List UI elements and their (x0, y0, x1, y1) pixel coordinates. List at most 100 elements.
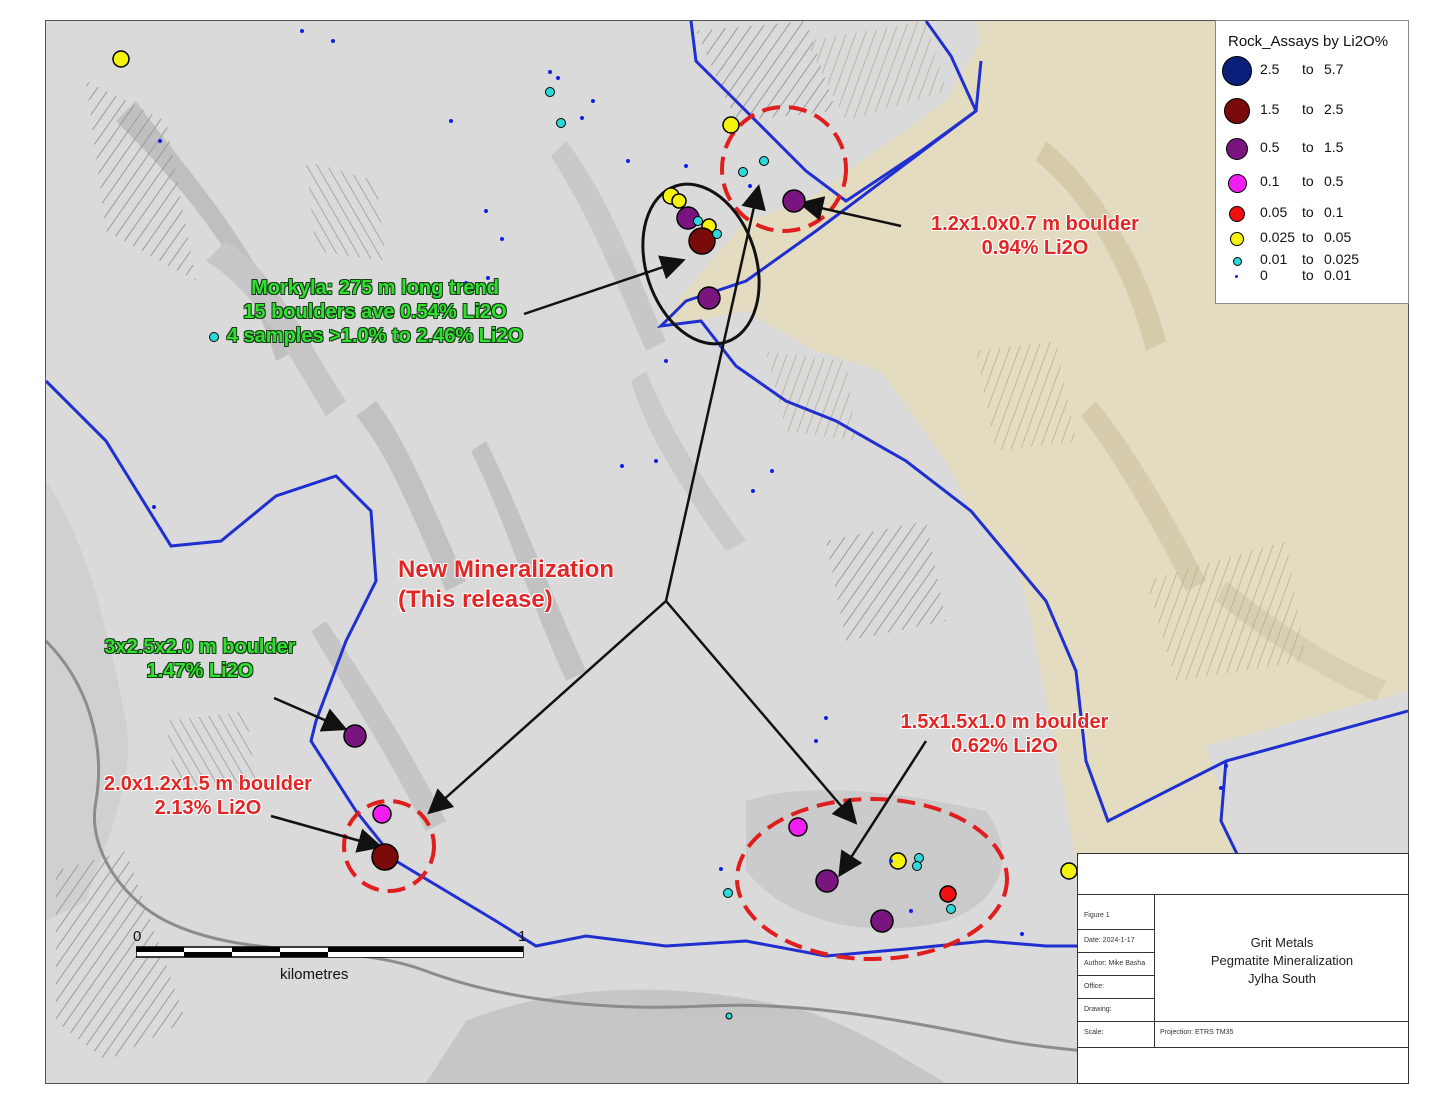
legend-from: 0.1 (1260, 173, 1280, 189)
legend-class: 0.5 to 1.5 (1216, 138, 1408, 169)
legend-from: 0 (1260, 267, 1268, 283)
legend-symbol-icon (1229, 206, 1245, 222)
tb-office: Office: (1084, 983, 1105, 990)
boulder-w-size: 3x2.5x2.0 m boulder (104, 636, 296, 658)
legend-to: to (1302, 267, 1314, 283)
boulder-w-grade: 1.47% Li2O (146, 660, 254, 682)
legend-class: 0.1 to 0.5 (1216, 173, 1408, 203)
boulder-ne-size: 1.2x1.0x0.7 m boulder (931, 213, 1139, 235)
new-mineralization-line2: (This release) (398, 586, 553, 613)
legend-to: to (1302, 101, 1314, 117)
legend-class: 0 to 0.01 (1216, 267, 1408, 297)
legend-to: to (1302, 204, 1314, 220)
sample-purple (343, 724, 367, 748)
river (46, 639, 1408, 1058)
legend-symbol-icon (1226, 138, 1248, 160)
sample-purple (870, 909, 894, 933)
tb-company: Grit Metals (1250, 935, 1314, 950)
boulder-se-grade: 0.62% Li2O (951, 735, 1058, 757)
tb-drawing: Drawing: (1084, 1006, 1112, 1013)
map-frame (45, 20, 1409, 1084)
sample-maroon (688, 227, 716, 255)
sample-points-cyan (209, 87, 956, 1020)
sample-purple (697, 286, 721, 310)
highlight-ellipses (342, 105, 1009, 961)
scale-end-label: 1 (518, 928, 527, 945)
morkyla-title: Morkyla: 275 m long trend (251, 277, 499, 299)
sample-purple (815, 869, 839, 893)
map-canvas (46, 21, 1408, 1083)
legend-from: 0.025 (1260, 229, 1296, 245)
tb-scale: Scale: (1084, 1029, 1104, 1036)
legend-upper: 0.025 (1324, 251, 1360, 267)
legend-to: to (1302, 139, 1314, 155)
sample-yellow (1060, 862, 1078, 880)
legend-class: 2.5 to 5.7 (1216, 56, 1408, 91)
tb-projection: Projection: ETRS TM35 (1160, 1029, 1234, 1036)
tb-author: Author: Mike Basha (1084, 960, 1146, 967)
ellipse-sw (342, 799, 436, 893)
legend-from: 0.5 (1260, 139, 1280, 155)
boulder-sw-size: 2.0x1.2x1.5 m boulder (104, 773, 312, 795)
sample-red (939, 885, 957, 903)
legend-from: 0.05 (1260, 204, 1288, 220)
legend-from: 2.5 (1260, 61, 1280, 77)
legend-upper: 0.01 (1324, 267, 1352, 283)
legend-to: to (1302, 251, 1314, 267)
legend-symbol-icon (1227, 173, 1247, 193)
legend-to: to (1302, 61, 1314, 77)
tb-date: Date: 2024-1-17 (1084, 937, 1135, 944)
tb-subject: Pegmatite Mineralization (1210, 953, 1354, 968)
legend-symbol-icon (1230, 232, 1244, 246)
legend-upper: 0.5 (1324, 173, 1344, 189)
terrain-ridges (46, 101, 1386, 1083)
legend-class: 1.5 to 2.5 (1216, 98, 1408, 131)
morkyla-line3: 4 samples >1.0% to 2.46% Li2O (226, 325, 524, 347)
legend-upper: 1.5 (1324, 139, 1344, 155)
scale-bar: 0 1 kilometres (130, 928, 550, 988)
tb-figure: Figure 1 (1084, 912, 1110, 919)
new-mineralization-label: New Mineralization (This release) (398, 555, 614, 615)
boulder-se-size: 1.5x1.5x1.0 m boulder (900, 711, 1109, 733)
legend-to: to (1302, 229, 1314, 245)
trend-ellipse (641, 182, 761, 346)
sample-magenta (788, 817, 808, 837)
legend: Rock_Assays by Li2O% 2.5 to 5.7 1.5 to 2.5 0.5… (1215, 20, 1409, 304)
legend-title: Rock_Assays by Li2O% (1228, 33, 1389, 50)
ellipse-ne (720, 105, 848, 233)
legend-from: 1.5 (1260, 101, 1280, 117)
legend-class: 0.025 to 0.05 (1216, 229, 1408, 259)
scale-unit-label: kilometres (280, 966, 349, 983)
scale-bar-graphic (136, 946, 524, 958)
title-block: Figure 1 Date: 2024-1-17 Author: Mike Ba… (1077, 853, 1409, 1084)
tb-title: Grit Metals Pegmatite Mineralization Jyl… (1156, 934, 1408, 988)
boulder-se-label: 1.5x1.5x1.0 m boulder 0.62% Li2O (872, 710, 1137, 758)
new-mineralization-line1: New Mineralization (398, 556, 615, 583)
boulder-sw-label: 2.0x1.2x1.5 m boulder 2.13% Li2O (78, 772, 338, 820)
sample-maroon (371, 843, 399, 871)
sample-magenta (372, 804, 392, 824)
legend-to: to (1302, 173, 1314, 189)
sample-purple (782, 189, 806, 213)
sample-yellow (671, 193, 687, 209)
leader-arrows (270, 184, 928, 878)
boulder-ne-label: 1.2x1.0x0.7 m boulder 0.94% Li2O (905, 212, 1165, 260)
tb-area: Jylha South (1248, 971, 1316, 986)
legend-upper: 2.5 (1324, 101, 1344, 117)
legend-symbol-icon (1232, 256, 1242, 266)
sample-yellow (112, 50, 130, 68)
legend-symbol-icon (1224, 98, 1250, 124)
ellipse-se (735, 797, 1009, 961)
legend-from: 0.01 (1260, 251, 1288, 267)
legend-symbol-icon (1234, 274, 1238, 278)
morkyla-label: Morkyla: 275 m long trend 15 boulders av… (195, 276, 555, 348)
legend-symbol-icon (1222, 56, 1252, 86)
boulder-w-label: 3x2.5x2.0 m boulder 1.47% Li2O (70, 635, 330, 683)
legend-upper: 0.05 (1324, 229, 1352, 245)
sample-points-blue (152, 29, 1228, 936)
legend-class: 0.01 to 0.025 (1216, 251, 1408, 281)
legend-upper: 5.7 (1324, 61, 1344, 77)
sample-points (112, 50, 1078, 933)
